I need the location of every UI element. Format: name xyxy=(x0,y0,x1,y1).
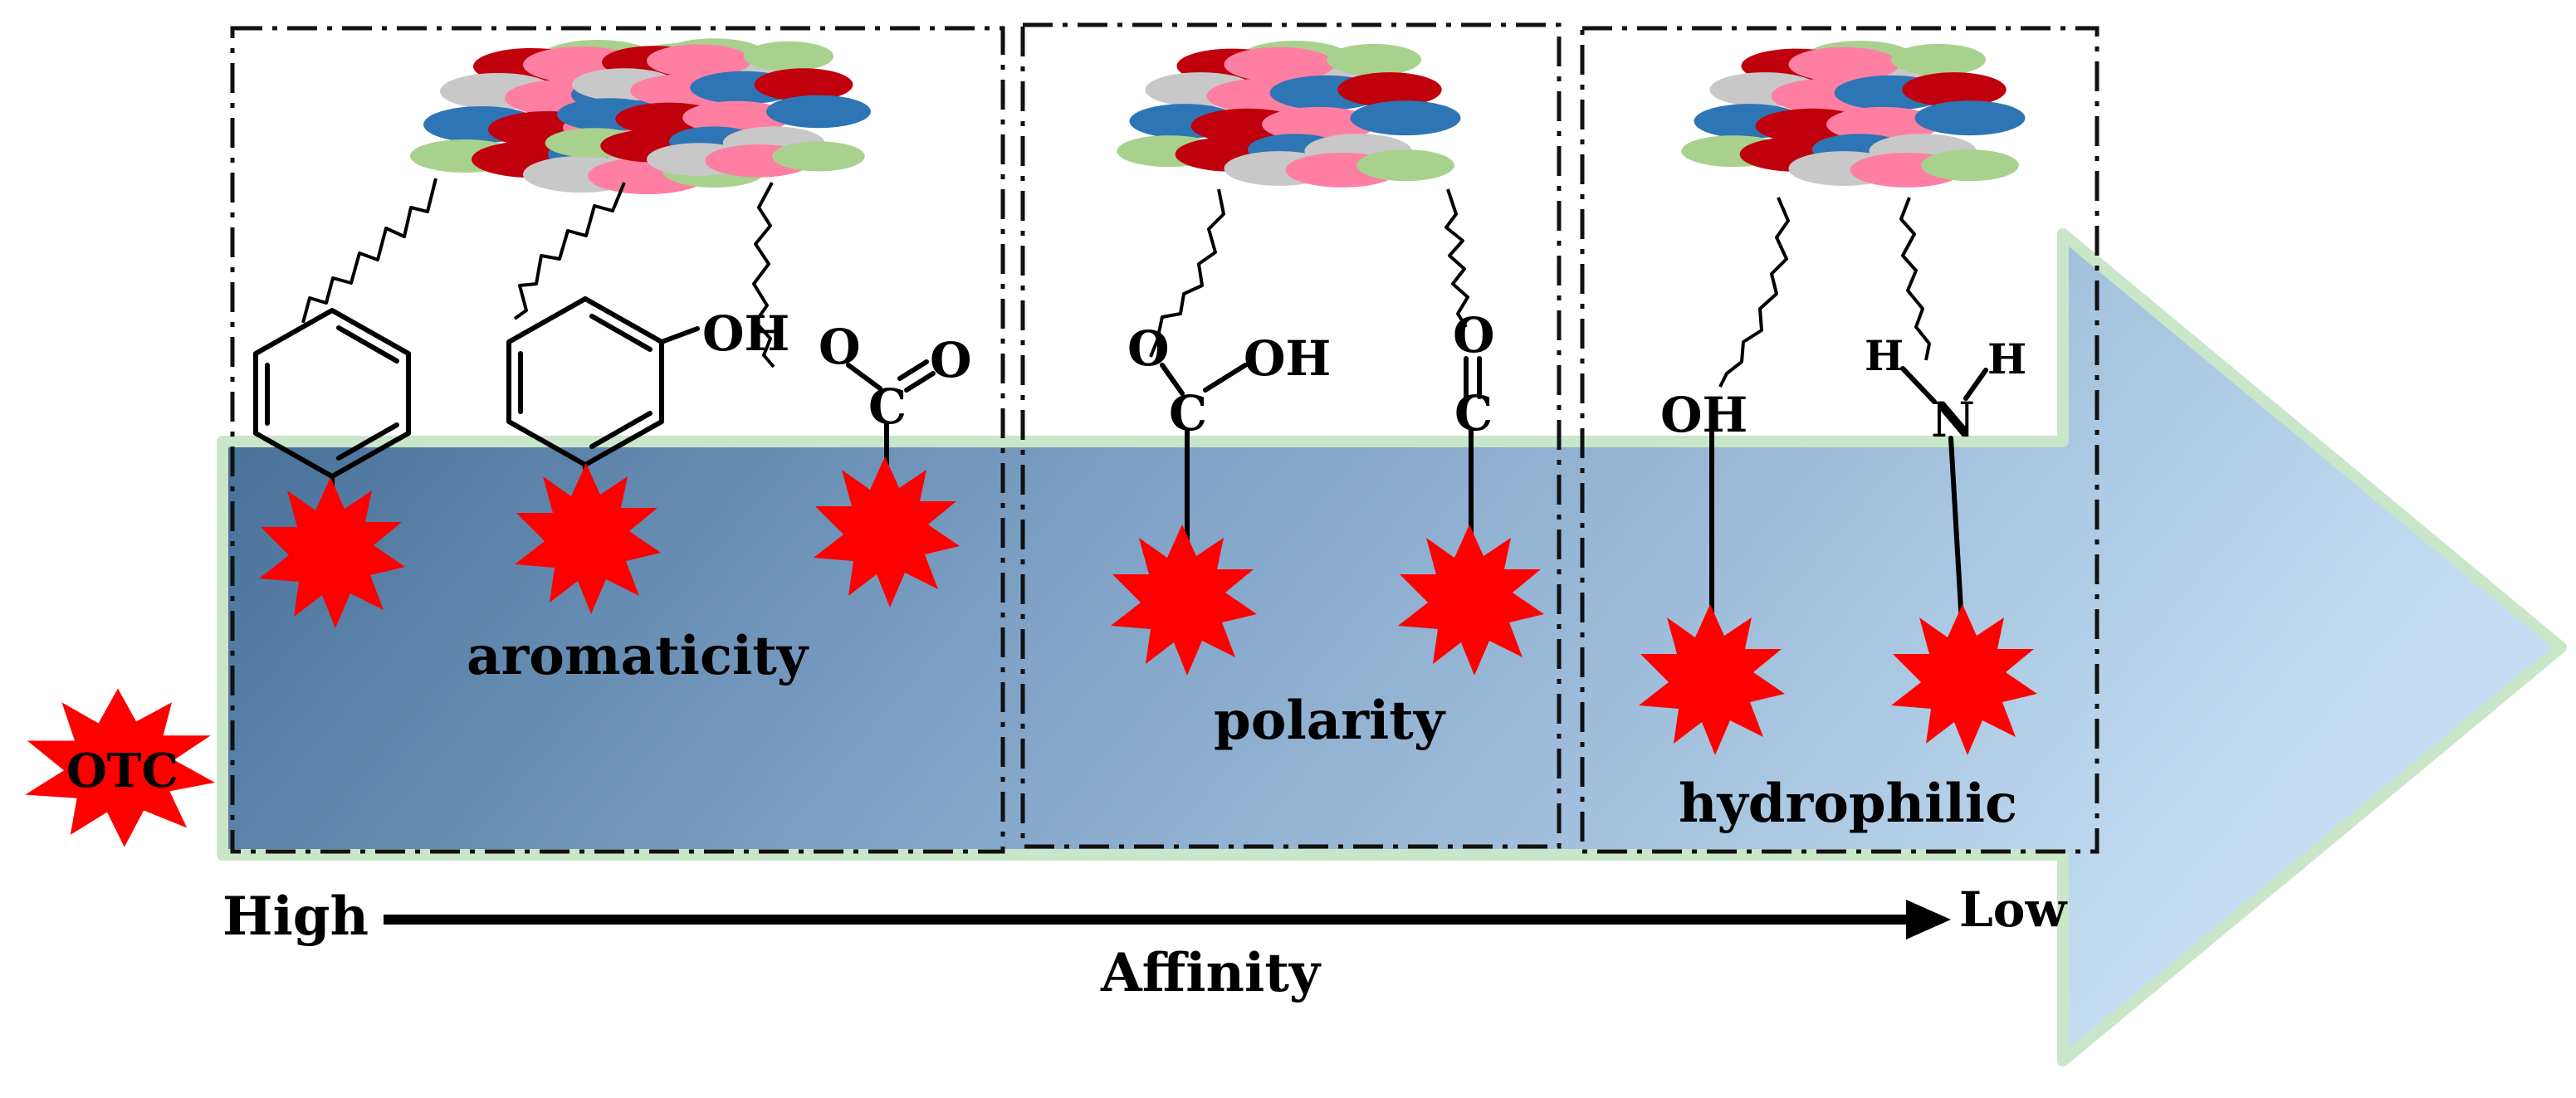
ester-o-single: O xyxy=(819,319,861,375)
otc-label: OTC xyxy=(66,744,178,798)
frame-polarity xyxy=(1020,22,1562,849)
frame-aromaticity xyxy=(230,26,1005,854)
affinity-arrow xyxy=(217,228,2567,1066)
carboxyl-o: O xyxy=(1127,320,1170,377)
adsorbent-particles-3 xyxy=(1681,41,2026,188)
axis-affinity-label: Affinity xyxy=(1100,942,1322,1004)
carboxyl-c: C xyxy=(1169,385,1207,442)
amine-h-right: H xyxy=(1987,334,2026,383)
phenol-ring xyxy=(506,296,700,509)
amine-n: N xyxy=(1931,392,1975,448)
frame-hydrophilic xyxy=(1580,26,2099,854)
phenol-oh-label: OH xyxy=(702,305,789,362)
amine-group xyxy=(1900,366,1988,640)
carbonyl-o: O xyxy=(1453,307,1495,364)
affinity-axis-arrowhead xyxy=(1906,900,1951,939)
chain-4 xyxy=(1149,188,1225,358)
carboxyl-group xyxy=(1160,363,1248,557)
ester-o-double: O xyxy=(930,332,972,388)
label-aromaticity: aromaticity xyxy=(467,625,809,687)
axis-high-label: High xyxy=(222,886,369,948)
chain-1 xyxy=(301,178,437,324)
ester-c: C xyxy=(868,378,907,435)
chain-3 xyxy=(752,182,775,368)
axis-low-label: Low xyxy=(1959,881,2068,938)
chain-6 xyxy=(1718,197,1790,388)
carboxyl-oh: OH xyxy=(1244,330,1331,387)
adsorbent-particles-2 xyxy=(1117,41,1461,188)
adsorbent-particles-1 xyxy=(410,38,871,194)
amine-h-left: H xyxy=(1865,331,1904,380)
chain-5 xyxy=(1444,188,1469,329)
hydroxyl-oh: OH xyxy=(1660,387,1747,443)
chain-7 xyxy=(1899,197,1931,361)
chain-2 xyxy=(513,182,626,320)
label-polarity: polarity xyxy=(1214,690,1446,752)
carbonyl-c: C xyxy=(1454,385,1493,442)
label-hydrophilic: hydrophilic xyxy=(1679,773,2017,835)
